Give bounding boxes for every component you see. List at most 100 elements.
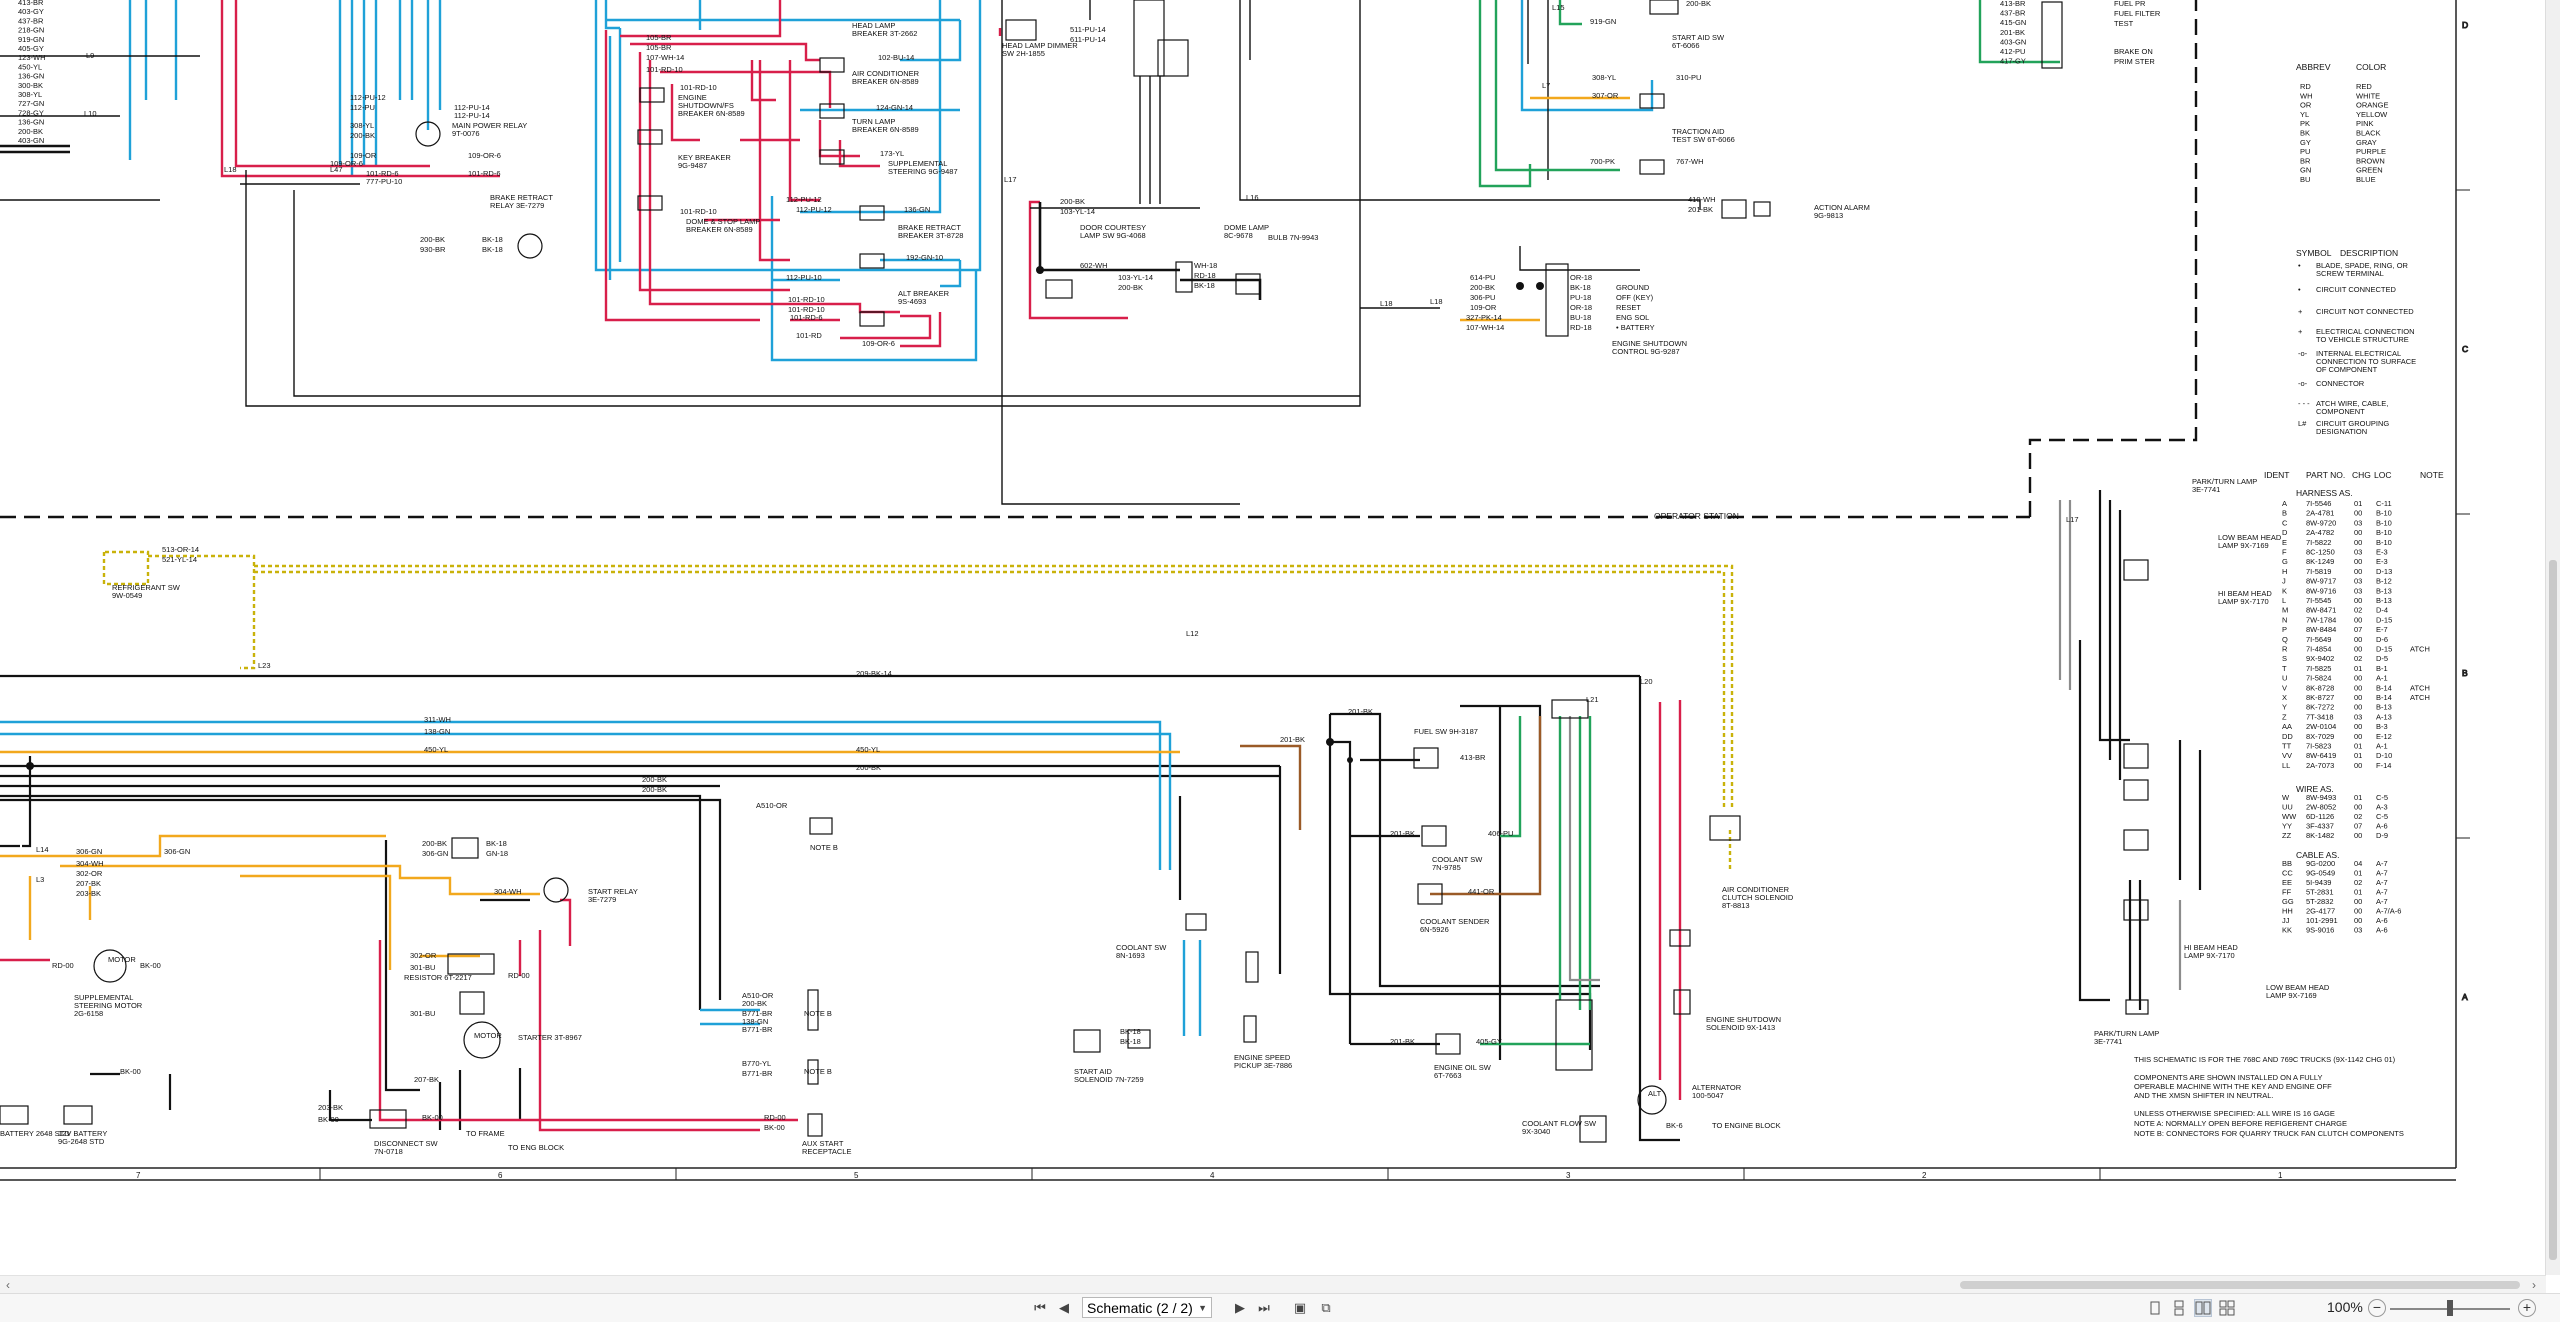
parts-cell: UU — [2282, 803, 2293, 812]
single-page-view-icon[interactable] — [2146, 1299, 2164, 1317]
horizontal-scroll-thumb[interactable] — [1960, 1281, 2520, 1289]
parts-cell: 00 — [2354, 693, 2362, 702]
column-number: 4 — [1210, 1171, 1215, 1180]
previous-page-icon[interactable]: ◀ — [1059, 1300, 1069, 1315]
parts-cell: 01 — [2354, 664, 2362, 673]
vertical-scrollbar[interactable] — [2545, 0, 2560, 1275]
wire-label: 614-PU — [1470, 273, 1495, 282]
fit-page-icon[interactable]: ▣ — [1293, 1300, 1307, 1315]
parts-cell: YY — [2282, 822, 2292, 831]
wire-label-left-edge: 308-YL — [18, 90, 42, 99]
page-selector[interactable]: Schematic (2 / 2) ▼ — [1082, 1297, 1212, 1318]
parts-cell: 03 — [2354, 518, 2362, 527]
note-line: UNLESS OTHERWISE SPECIFIED: ALL WIRE IS … — [2134, 1109, 2335, 1118]
wire-label-left-edge: 136-GN — [18, 72, 44, 81]
legend-color: PURPLE — [2356, 147, 2386, 156]
wire-label: 930-BR — [420, 245, 446, 254]
wire-label-left-edge: 300-BK — [18, 81, 43, 90]
wire-label: 107-WH-14 — [646, 53, 684, 62]
zoom-slider-handle[interactable] — [2447, 1300, 2453, 1316]
wire-label: 124-GN-14 — [876, 103, 913, 112]
parts-cell: G — [2282, 557, 2288, 566]
parts-cell: B-10 — [2376, 509, 2392, 518]
component-symbols — [0, 0, 2149, 1143]
scroll-left-arrow-icon[interactable]: ‹ — [6, 1278, 10, 1292]
zoom-level: 100% — [2327, 1299, 2363, 1315]
lower-green-wires — [1480, 716, 1592, 1046]
note-line: COMPONENTS ARE SHOWN INSTALLED ON A FULL… — [2134, 1073, 2323, 1082]
parts-cell: VV — [2282, 751, 2292, 760]
parts-cell: X — [2282, 693, 2287, 702]
wire-label: BK-18 — [486, 839, 507, 848]
legend-abbrev: BK — [2300, 129, 2310, 138]
parts-cell: CC — [2282, 869, 2293, 878]
component-caption: BRAKE ON — [2114, 47, 2153, 56]
wire-label: PU-18 — [1570, 293, 1591, 302]
wire-label-left-edge: 727-GN — [18, 99, 44, 108]
legend-color: BROWN — [2356, 156, 2385, 165]
wire-label-right-top: 415-GN — [2000, 18, 2026, 27]
component-caption: NOTE B — [804, 1067, 832, 1076]
legend-symbol-glyph: -o- — [2298, 379, 2308, 388]
wire-label: 777-PU-10 — [366, 177, 402, 186]
wire-label: 327-PK-14 — [1466, 313, 1502, 322]
wire-label: BK-6 — [1666, 1121, 1683, 1130]
control-terminal-label: OFF (KEY) — [1616, 293, 1654, 302]
continuous-view-icon[interactable] — [2170, 1299, 2188, 1317]
next-page-icon[interactable]: ▶ — [1235, 1300, 1245, 1315]
wire-label: BK-18 — [482, 245, 503, 254]
fit-width-icon[interactable]: ⧉ — [1321, 1300, 1331, 1315]
parts-cell: A-6 — [2376, 926, 2388, 935]
wire-label-left-edge: 403-GY — [18, 7, 44, 16]
wire-label: BK-18 — [482, 235, 503, 244]
wire-label: 200-BK — [642, 775, 667, 784]
zoom-out-icon[interactable]: − — [2368, 1299, 2386, 1317]
two-page-view-icon[interactable] — [2194, 1299, 2212, 1317]
row-letter: B — [2462, 668, 2468, 678]
wire-label: 101-RD-6 — [366, 169, 399, 178]
parts-cell: F-14 — [2376, 761, 2391, 770]
two-page-continuous-view-icon[interactable] — [2218, 1299, 2236, 1317]
status-bar: ⏮ ◀ Schematic (2 / 2) ▼ ▶ ⏭ ▣ ⧉ 100% − + — [0, 1293, 2560, 1322]
parts-cell: JJ — [2282, 916, 2290, 925]
lower-red-wires — [0, 700, 1682, 1132]
parts-cell: 2A-7073 — [2306, 761, 2334, 770]
last-page-icon[interactable]: ⏭ — [1258, 1300, 1270, 1315]
component-caption: FUEL FILTER — [2114, 9, 2161, 18]
parts-cell: ATCH — [2410, 683, 2430, 692]
parts-cell: 7I-5823 — [2306, 742, 2331, 751]
first-page-icon[interactable]: ⏮ — [1034, 1300, 1046, 1315]
legend-abbrev: YL — [2300, 110, 2309, 119]
parts-cell: FF — [2282, 888, 2292, 897]
vertical-scroll-thumb[interactable] — [2549, 560, 2557, 1260]
wire-label: 310-PU — [1676, 73, 1701, 82]
blue-wires — [128, 0, 1654, 362]
parts-cell: 8K-1482 — [2306, 831, 2334, 840]
parts-cell: 8W-6419 — [2306, 751, 2336, 760]
control-terminal-label: • BATTERY — [1616, 323, 1655, 332]
scroll-right-arrow-icon[interactable]: › — [2532, 1278, 2536, 1292]
wire-label: 521-YL-14 — [162, 555, 197, 564]
parts-cell: E-12 — [2376, 732, 2392, 741]
wire-label-right-top: 201-BK — [2000, 28, 2025, 37]
wire-label: RD-00 — [764, 1113, 786, 1122]
wire-label: 209-BK-14 — [856, 669, 892, 678]
horizontal-scrollbar[interactable]: ‹ › — [0, 1275, 2546, 1294]
wire-label: BK-00 — [422, 1113, 443, 1122]
lower-orange-wires — [0, 750, 1180, 970]
zoom-in-icon[interactable]: + — [2518, 1299, 2536, 1317]
wire-label: 101-RD-10 — [680, 207, 717, 216]
wire-label: 112-PU-14 — [454, 103, 490, 112]
parts-cell: A-7 — [2376, 869, 2388, 878]
